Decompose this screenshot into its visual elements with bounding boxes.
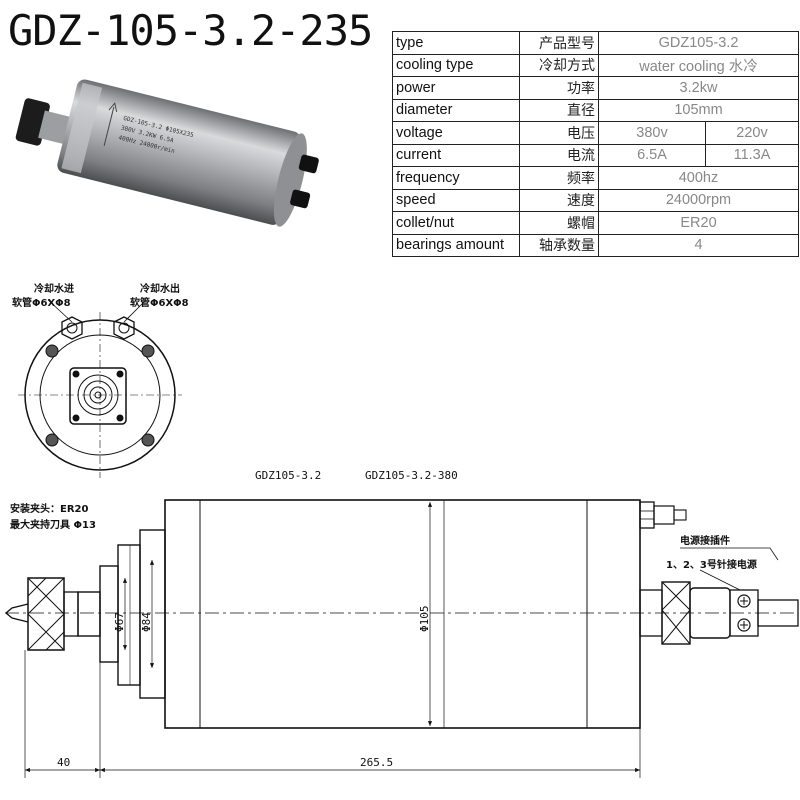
- page-title: GDZ-105-3.2-235: [8, 6, 373, 55]
- spec-row-type: type 产品型号 GDZ105-3.2: [392, 31, 799, 55]
- model-a-label: GDZ105-3.2: [255, 469, 321, 482]
- photo-water-fitting: [290, 189, 311, 209]
- dim-265: 265.5: [360, 756, 393, 769]
- spec-row-frequency: frequency 频率 400hz: [392, 166, 799, 190]
- end-view-labels: 冷却水进 软管Φ6XΦ8 冷却水出 软管Φ6XΦ8: [12, 282, 189, 309]
- end-view-connector-ring: [77, 374, 119, 416]
- max-tool-label: 最大夹持刀具 Φ13: [10, 518, 96, 531]
- end-view-mount-hole: [141, 344, 155, 358]
- spec-value: 4: [598, 233, 799, 257]
- spec-label-cn: 速度: [519, 188, 599, 212]
- side-view-body: [164, 499, 641, 729]
- spec-value-220: 11.3A: [705, 143, 799, 167]
- photo-arrow: [103, 106, 115, 147]
- spec-label-cn: 电流: [519, 143, 599, 167]
- side-view: [4, 499, 799, 778]
- side-view-labels: GDZ105-3.2 GDZ105-3.2-380 安装夹头：ER20 最大夹持…: [10, 469, 757, 769]
- side-view-tool-tip: [4, 603, 29, 623]
- dim-40: 40: [57, 756, 70, 769]
- end-view-mount-hole: [45, 433, 59, 447]
- spec-table: type 产品型号 GDZ105-3.2 cooling type 冷却方式 w…: [392, 31, 799, 257]
- spec-value: ER20: [598, 211, 799, 235]
- end-view-mount-hole: [45, 344, 59, 358]
- inlet-label: 冷却水进: [34, 282, 74, 295]
- spec-row-bearings: bearings amount 轴承数量 4: [392, 233, 799, 257]
- spec-label-cn: 频率: [519, 166, 599, 190]
- spec-value: water cooling 水冷: [598, 53, 799, 77]
- photo-rear-cap: [273, 133, 307, 227]
- model-b-label: GDZ105-3.2-380: [365, 469, 458, 482]
- clamp-label: 安装夹头：ER20: [10, 502, 88, 515]
- end-view-connector-square: [69, 367, 127, 425]
- dim-d105: Φ105: [418, 606, 431, 633]
- connector-label: 电源接插件: [680, 534, 730, 547]
- spec-row-collet: collet/nut 螺帽 ER20: [392, 211, 799, 235]
- spec-label-en: current: [392, 143, 520, 167]
- spec-row-speed: speed 速度 24000rpm: [392, 188, 799, 212]
- spec-row-current: current 电流 6.5A 11.3A: [392, 143, 799, 167]
- side-view-water-fitting: [639, 501, 687, 529]
- spec-label-cn: 螺帽: [519, 211, 599, 235]
- photo-shaft: [38, 110, 73, 145]
- outlet-hose-label: 软管Φ6XΦ8: [130, 296, 189, 309]
- side-view-shaft: [77, 591, 101, 637]
- photo-body: [57, 79, 301, 225]
- side-view-rear-connector: [639, 581, 799, 645]
- spec-label-en: collet/nut: [392, 211, 520, 235]
- spec-label-cn: 冷却方式: [519, 53, 599, 77]
- end-view: [18, 299, 182, 478]
- spec-value: 105mm: [598, 98, 799, 122]
- spec-row-cooling: cooling type 冷却方式 water cooling 水冷: [392, 53, 799, 77]
- spec-value: 24000rpm: [598, 188, 799, 212]
- dim-d67: Φ67: [113, 612, 126, 632]
- side-view-collet-nut: [27, 577, 79, 651]
- spec-label-en: power: [392, 76, 520, 100]
- photo-water-fitting: [298, 154, 319, 174]
- spec-value-220: 220v: [705, 121, 799, 145]
- spec-label-en: frequency: [392, 166, 520, 190]
- spec-value-380: 380v: [598, 121, 706, 145]
- outlet-label: 冷却水出: [140, 282, 180, 295]
- end-view-water-outlet: [113, 316, 135, 340]
- pins-label: 1、2、3号针接电源: [666, 558, 757, 571]
- inlet-hose-label: 软管Φ6XΦ8: [12, 296, 71, 309]
- end-view-water-inlet: [61, 316, 83, 340]
- dim-d84: Φ84: [140, 612, 153, 632]
- spec-label-en: voltage: [392, 121, 520, 145]
- spindle-photo: GDZ-105-3.2 Φ105X235 380V 3.2KW 6.5A 400…: [15, 79, 319, 227]
- spec-value: 400hz: [598, 166, 799, 190]
- end-view-mount-hole: [141, 433, 155, 447]
- spec-label-en: bearings amount: [392, 233, 520, 257]
- spec-row-voltage: voltage 电压 380v 220v: [392, 121, 799, 145]
